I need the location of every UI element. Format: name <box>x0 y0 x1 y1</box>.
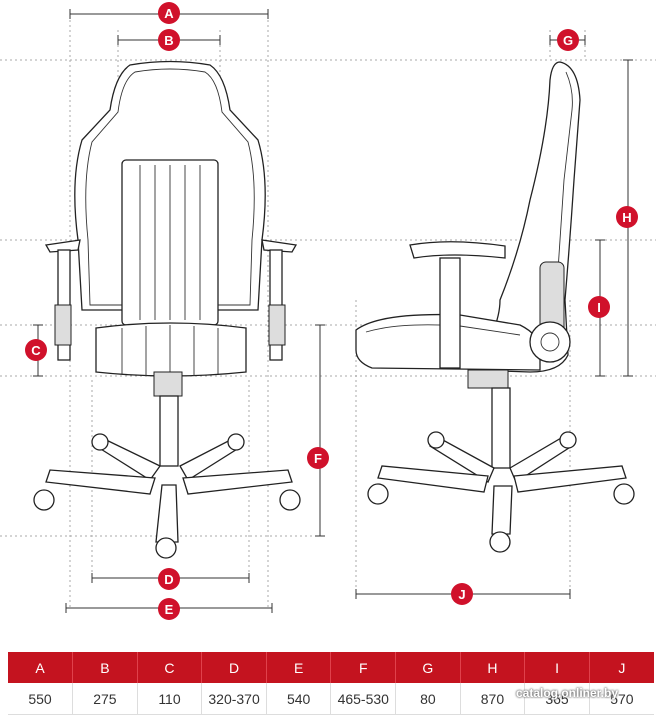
marker-g: G <box>557 29 579 51</box>
marker-e: E <box>158 598 180 620</box>
watermark: catalog.onliner.by <box>516 686 619 700</box>
chair-dimension-diagram: A B C D E F G H I J <box>0 2 656 620</box>
table-cell-j: 570 <box>589 683 654 715</box>
marker-a: A <box>158 2 180 24</box>
table-cell-d: 320-370 <box>201 683 267 715</box>
table-cell-h: 870 <box>460 683 526 715</box>
table-header-e: E <box>266 652 332 683</box>
marker-c: C <box>25 339 47 361</box>
table-header-i: I <box>524 652 590 683</box>
table-row: 550 275 110 320-370 540 465-530 80 870 3… <box>8 683 654 715</box>
table-cell-a: 550 <box>8 683 74 715</box>
marker-d: D <box>158 568 180 590</box>
table-header-g: G <box>395 652 461 683</box>
side-view-chair <box>355 61 635 553</box>
svg-text:E: E <box>165 602 174 617</box>
table-header-d: D <box>201 652 267 683</box>
svg-text:F: F <box>314 451 322 466</box>
svg-text:B: B <box>164 33 173 48</box>
marker-f: F <box>307 447 329 469</box>
marker-j: J <box>451 583 473 605</box>
table-header-c: C <box>137 652 203 683</box>
table-cell-g: 80 <box>395 683 461 715</box>
svg-text:A: A <box>164 6 174 21</box>
svg-text:D: D <box>164 572 173 587</box>
table-cell-b: 275 <box>72 683 138 715</box>
table-header-f: F <box>330 652 397 683</box>
svg-text:I: I <box>597 300 601 315</box>
svg-text:J: J <box>458 587 465 602</box>
svg-text:C: C <box>31 343 41 358</box>
marker-h: H <box>616 206 638 228</box>
table-header-a: A <box>8 652 74 683</box>
dimension-table: A B C D E F G H I J 550 275 110 320-370 … <box>8 652 654 715</box>
table-header-j: J <box>589 652 654 683</box>
table-cell-c: 110 <box>137 683 203 715</box>
table-header-b: B <box>72 652 138 683</box>
table-header-row: A B C D E F G H I J <box>8 652 654 683</box>
front-view-chair <box>33 60 301 559</box>
svg-text:H: H <box>622 210 631 225</box>
table-header-h: H <box>460 652 526 683</box>
table-cell-i: 365 <box>524 683 590 715</box>
marker-i: I <box>588 296 610 318</box>
svg-text:G: G <box>563 33 573 48</box>
table-cell-f: 465-530 <box>330 683 397 715</box>
marker-b: B <box>158 29 180 51</box>
table-cell-e: 540 <box>266 683 332 715</box>
